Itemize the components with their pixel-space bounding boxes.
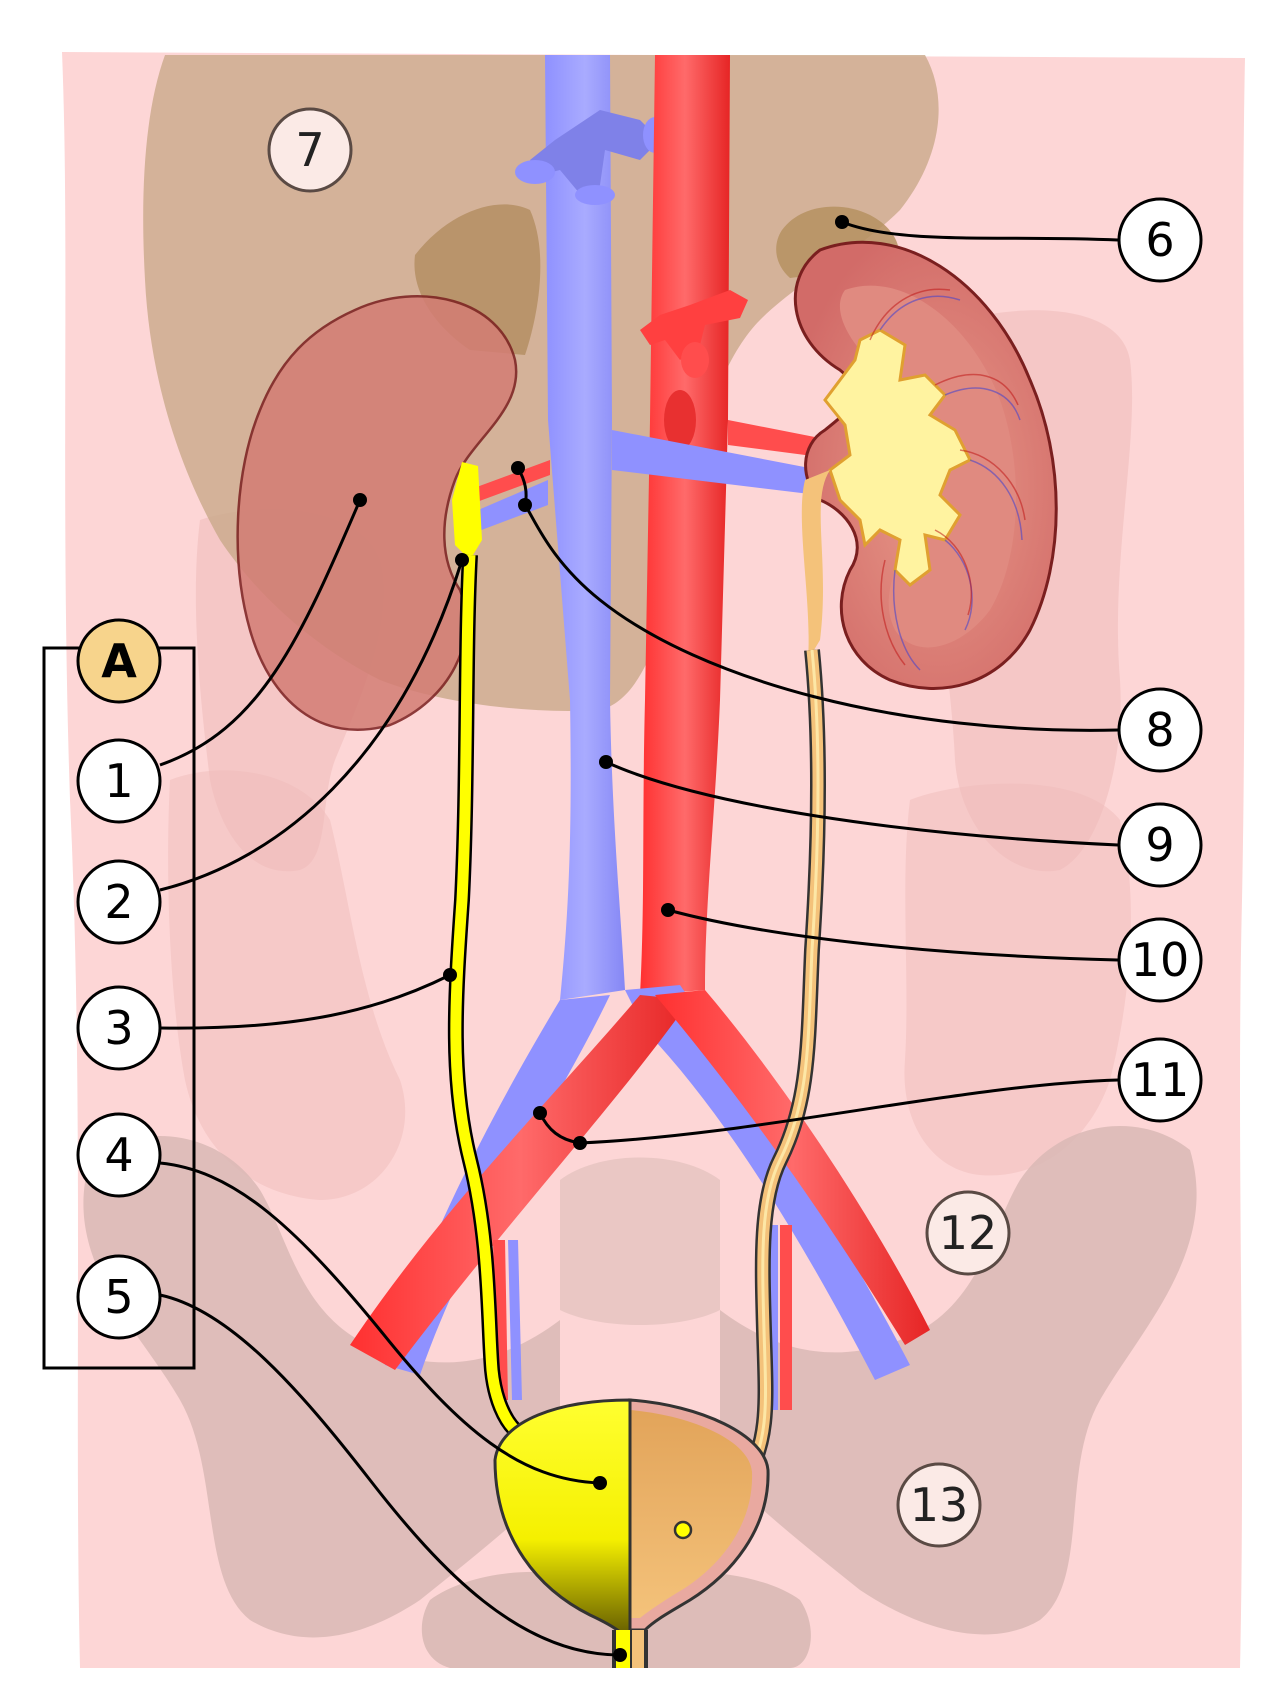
label-a-text: A	[101, 634, 137, 688]
pelvis-bone	[720, 1126, 1197, 1635]
leader-dot	[518, 498, 532, 512]
leader-line-6	[841, 220, 1119, 242]
leader-line-8	[523, 504, 1119, 732]
label-1-circle	[76, 738, 162, 824]
left-renal-vein	[612, 430, 820, 495]
superior-mesenteric-artery	[664, 390, 696, 450]
label-6-circle	[1117, 197, 1203, 283]
label-7-circle	[267, 107, 353, 193]
left-renal-artery	[728, 420, 830, 458]
leader-line-9	[605, 760, 1119, 847]
leader-dot	[613, 1648, 627, 1662]
leader-dot	[661, 903, 675, 917]
label-2-text: 2	[104, 875, 133, 929]
leader-line-2	[159, 559, 464, 892]
leader-dot	[593, 1476, 607, 1490]
kidney-right	[236, 295, 518, 731]
ureter-right	[450, 554, 520, 1434]
pelvis-bone	[560, 1157, 720, 1325]
label-1-text: 1	[104, 754, 133, 808]
leader-dot	[599, 755, 613, 769]
renal-vessels	[869, 288, 1026, 666]
label-a-circle	[76, 618, 162, 704]
internal-iliac-vessels	[508, 1240, 522, 1400]
internal-iliac-vessels	[780, 1225, 792, 1410]
label-10-circle	[1117, 917, 1203, 1003]
common-iliac-artery-left	[655, 990, 930, 1345]
label-5-circle	[76, 1254, 162, 1340]
hepatic-veins	[515, 160, 555, 184]
renal-pelvis-left	[801, 470, 830, 660]
urethra	[632, 1630, 644, 1668]
abdominal-muscle-shapes	[904, 783, 1131, 1176]
renal-pelvis-right	[452, 462, 482, 560]
label-3-text: 3	[104, 1001, 133, 1055]
label-13-circle	[896, 1462, 982, 1548]
leader-line-10	[667, 908, 1119, 962]
celiac-trunk	[640, 290, 748, 360]
leader-dot	[573, 1136, 587, 1150]
label-10-text: 10	[1131, 933, 1190, 987]
leader-dot	[353, 493, 367, 507]
label-2-circle	[76, 859, 162, 945]
leader-dot	[835, 215, 849, 229]
label-8-circle	[1117, 687, 1203, 773]
label-9-text: 9	[1145, 818, 1174, 872]
common-iliac-artery-right	[350, 995, 690, 1370]
hepatic-veins	[575, 185, 615, 205]
label-11-text: 11	[1131, 1053, 1190, 1107]
leader-line-5	[159, 1293, 621, 1657]
leader-line-1	[159, 499, 362, 767]
bladder-interior	[630, 1410, 753, 1618]
label-13-text: 13	[910, 1478, 969, 1532]
leader-line-11	[579, 1078, 1119, 1145]
label-12-text: 12	[939, 1206, 998, 1260]
label-4-text: 4	[104, 1128, 133, 1182]
label-12-circle	[925, 1190, 1011, 1276]
label-4-circle	[76, 1112, 162, 1198]
abdominal-aorta	[640, 55, 730, 995]
urinary-bladder	[493, 1398, 632, 1634]
label-9-circle	[1117, 802, 1203, 888]
ureteric-orifice	[673, 1520, 693, 1540]
label-5-text: 5	[104, 1270, 133, 1324]
abdominal-muscle-shapes	[168, 770, 406, 1200]
label-11-circle	[1117, 1037, 1203, 1123]
label-7-text: 7	[295, 123, 324, 177]
label-8-text: 8	[1145, 703, 1174, 757]
label-3-circle	[76, 985, 162, 1071]
hepatic-veins	[530, 110, 660, 200]
pelvis-bone	[83, 1136, 560, 1638]
leader-dot	[511, 461, 525, 475]
renal-pelvis-left	[823, 328, 973, 587]
leader-dot	[533, 1106, 547, 1120]
leader-dot	[455, 553, 469, 567]
label-6-text: 6	[1145, 213, 1174, 267]
celiac-trunk	[681, 342, 709, 378]
leader-dot	[443, 968, 457, 982]
leader-line-4	[159, 1161, 601, 1485]
leader-line-3	[159, 973, 451, 1030]
